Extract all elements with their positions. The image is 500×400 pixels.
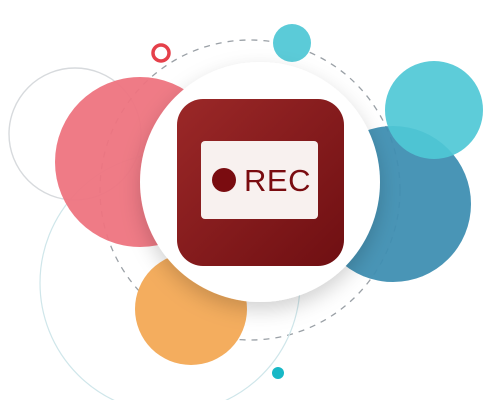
rec-label: REC [244,163,311,198]
record-dot-icon [212,168,236,192]
red-ring-icon [151,43,171,63]
teal-dot [272,367,284,379]
cyan-circle-large [385,61,483,159]
rec-label-panel [201,141,318,219]
cyan-circle-small [273,24,311,62]
